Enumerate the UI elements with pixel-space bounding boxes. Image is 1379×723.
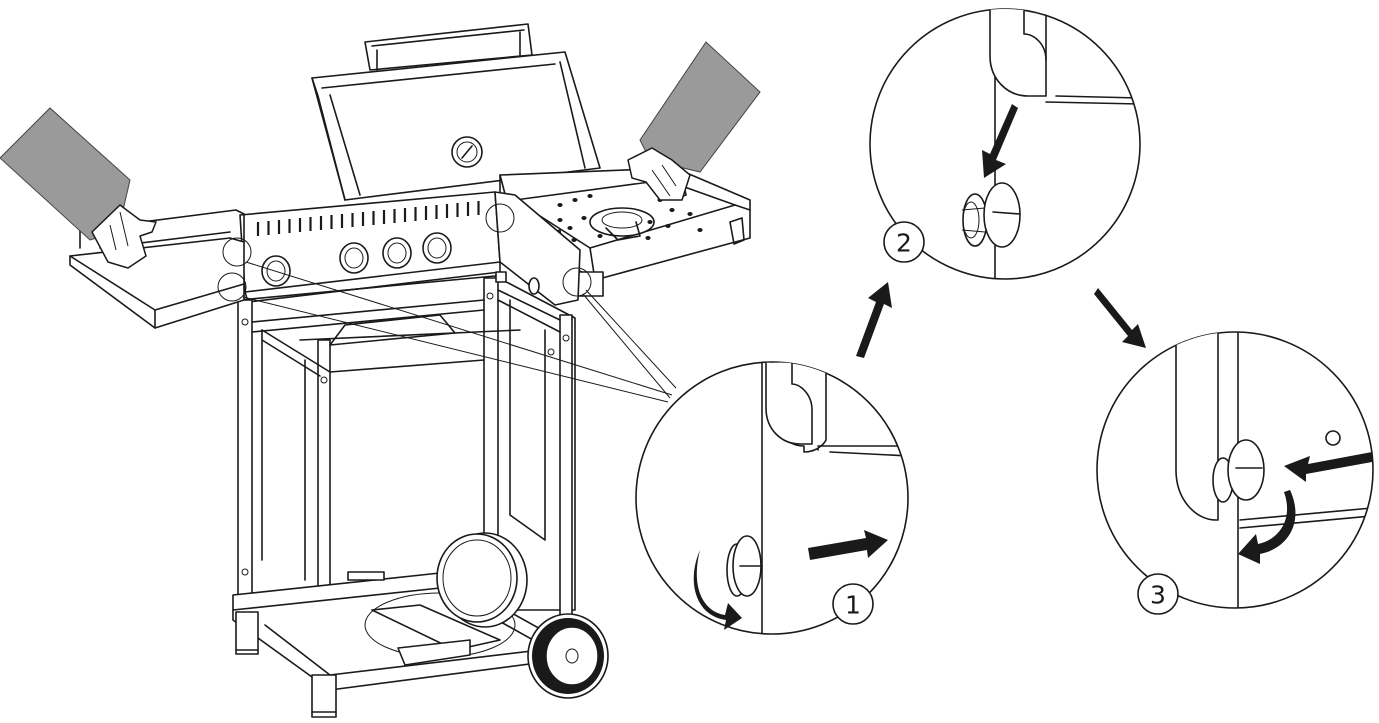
cart-feet — [235, 611, 337, 718]
step-marker: 3 — [1137, 573, 1179, 615]
grill-side-wall — [494, 191, 581, 306]
burner-knobs — [261, 232, 452, 287]
leader-lines — [242, 261, 677, 403]
step-number: 1 — [845, 591, 861, 620]
shelf-hole — [557, 218, 563, 222]
lid-thermometer — [451, 136, 483, 168]
shelf-hole — [567, 226, 573, 230]
cart-frame — [237, 275, 576, 626]
shelf-hole — [572, 198, 578, 202]
side-burner — [589, 207, 655, 241]
rotate-arrow-icon — [1238, 490, 1296, 564]
detail-view-step-2: 2 — [869, 8, 1141, 280]
wheel-front — [436, 532, 528, 628]
shelf-hole — [587, 194, 593, 198]
fastener — [726, 535, 763, 597]
step-marker: 1 — [832, 583, 874, 625]
burner-knob — [339, 242, 369, 274]
burner-knob — [422, 232, 452, 264]
fastener — [1212, 439, 1265, 503]
rotate-arrow-icon — [693, 550, 742, 630]
grill-lid — [311, 51, 601, 201]
shelf-hole — [581, 216, 587, 220]
shelf-hole — [669, 208, 675, 212]
press-arrow-icon — [982, 104, 1018, 178]
step-marker: 2 — [883, 221, 925, 263]
left-arm — [0, 107, 157, 269]
wheel-rear — [527, 613, 609, 699]
detail-view-step-1: 1 — [635, 361, 909, 635]
shelf-hole — [687, 212, 693, 216]
shelf-hole — [571, 238, 577, 242]
shelf-hole — [597, 234, 603, 238]
step-number: 3 — [1150, 581, 1166, 610]
shelf-hole — [697, 228, 703, 232]
shelf-hole — [645, 236, 651, 240]
pull-arrow-icon — [808, 530, 888, 560]
detail-view-step-3: 3 — [1096, 331, 1374, 615]
callout-markers — [217, 203, 592, 302]
step-number: 2 — [896, 229, 912, 258]
flow-arrow-icon — [1094, 288, 1146, 348]
fastener — [961, 182, 1021, 248]
grill-illustration — [0, 23, 761, 718]
control-panel — [239, 191, 501, 303]
flow-arrow-icon — [856, 282, 892, 358]
burner-knob — [382, 237, 412, 269]
shelf-hole — [557, 203, 563, 207]
shelf-hole — [665, 224, 671, 228]
shelf-hole — [647, 220, 653, 224]
right-arm — [627, 41, 761, 201]
push-arrow-icon — [1284, 452, 1372, 482]
